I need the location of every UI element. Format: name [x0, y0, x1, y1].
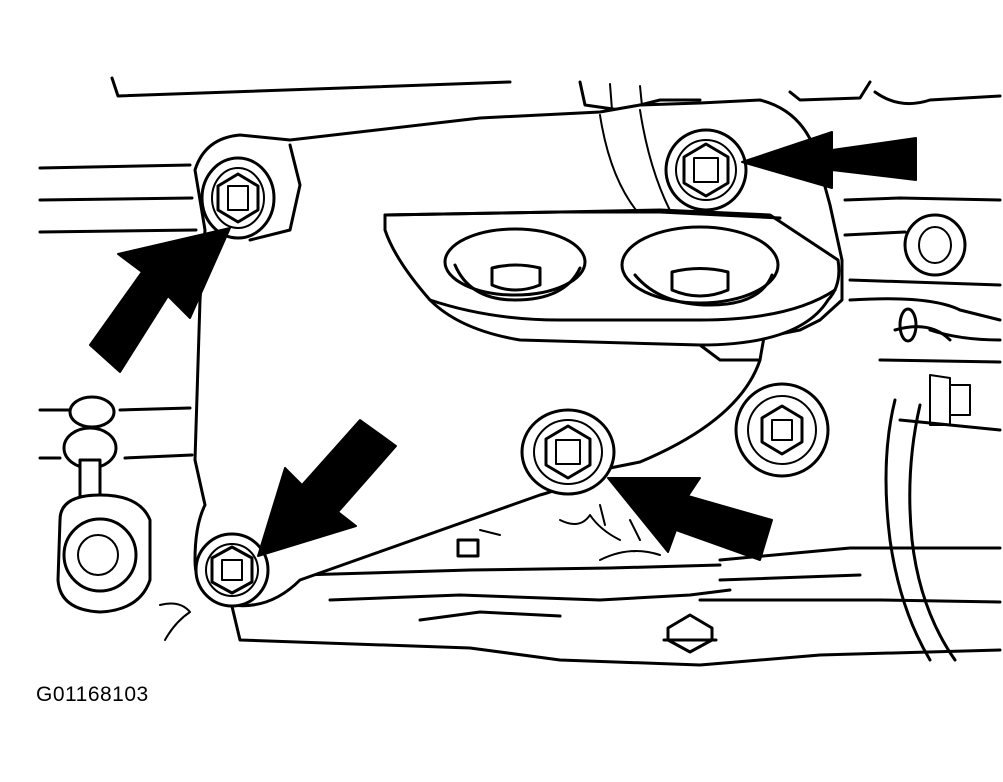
figure-code-label: G01168103: [36, 683, 149, 706]
engine-boss: [898, 213, 967, 343]
engine-block-outline: [38, 76, 1002, 667]
coolant-hose: [884, 325, 971, 662]
bolt-bottom-left: [194, 532, 270, 608]
mount-platform: [383, 208, 841, 347]
left-linkage-rod: [56, 395, 152, 614]
bolt-top-left: [200, 156, 276, 240]
bolt-center: [520, 408, 616, 496]
bolt-bottom-pan: [456, 538, 718, 654]
arrow-top-left-bolt: [89, 227, 231, 373]
bolt-top-right: [664, 128, 748, 212]
bolt-right-engine: [734, 382, 830, 478]
arrow-bottom-left-bolt: [257, 419, 397, 557]
arrow-top-right-bolt: [741, 131, 917, 189]
arrow-center-bolt: [607, 477, 773, 561]
